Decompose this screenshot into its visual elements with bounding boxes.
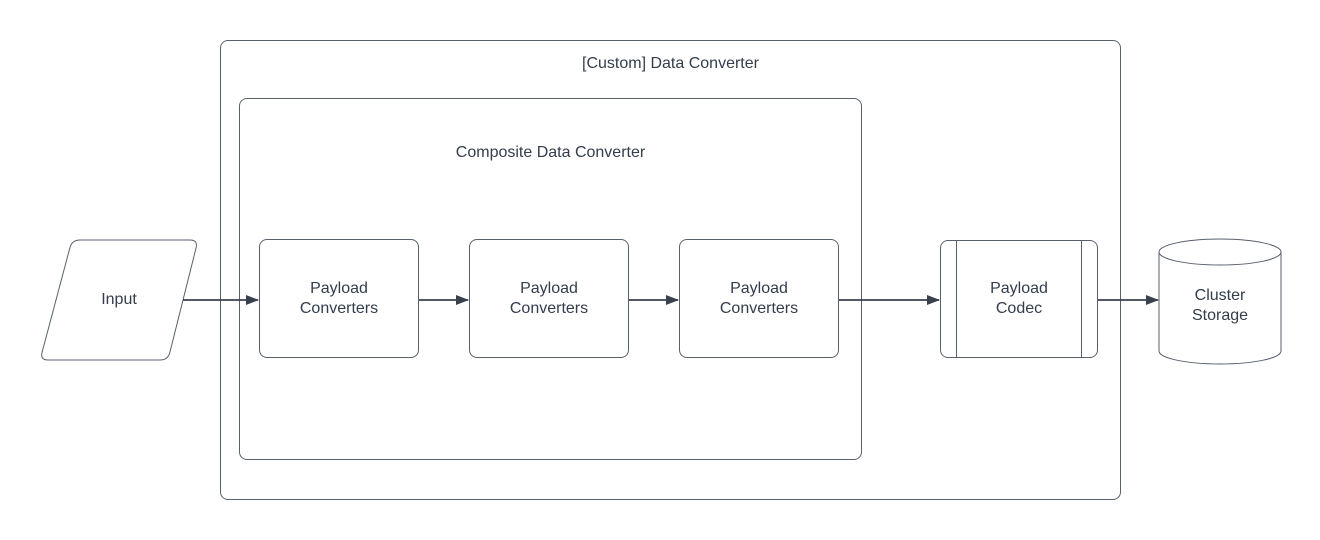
node-payload-codec-label: Payload Codec xyxy=(990,280,1048,317)
cluster-storage-cylinder-shape xyxy=(1158,238,1282,365)
node-payload-codec: Payload Codec xyxy=(940,240,1098,358)
codec-left-bar xyxy=(956,241,957,357)
node-cluster-storage-label: Cluster Storage xyxy=(1191,287,1249,324)
node-payload-converters-3-label: Payload Converters xyxy=(719,279,799,317)
codec-right-bar xyxy=(1081,241,1082,357)
node-cluster-storage: Cluster Storage xyxy=(1159,252,1281,360)
group-custom-data-converter-title: [Custom] Data Converter xyxy=(582,55,759,72)
node-payload-converters-3: Payload Converters xyxy=(679,239,839,358)
node-payload-converters-2: Payload Converters xyxy=(469,239,629,358)
node-payload-converters-1-label: Payload Converters xyxy=(299,279,379,317)
group-custom-data-converter: [Custom] Data Converter xyxy=(220,40,1121,500)
node-input-label: Input xyxy=(101,291,137,308)
input-parallelogram-shape xyxy=(41,239,197,361)
group-composite-data-converter-title: Composite Data Converter xyxy=(455,144,646,161)
group-composite-data-converter: Composite Data Converter xyxy=(239,98,862,460)
node-payload-converters-2-label: Payload Converters xyxy=(509,279,589,317)
node-payload-converters-1: Payload Converters xyxy=(259,239,419,358)
